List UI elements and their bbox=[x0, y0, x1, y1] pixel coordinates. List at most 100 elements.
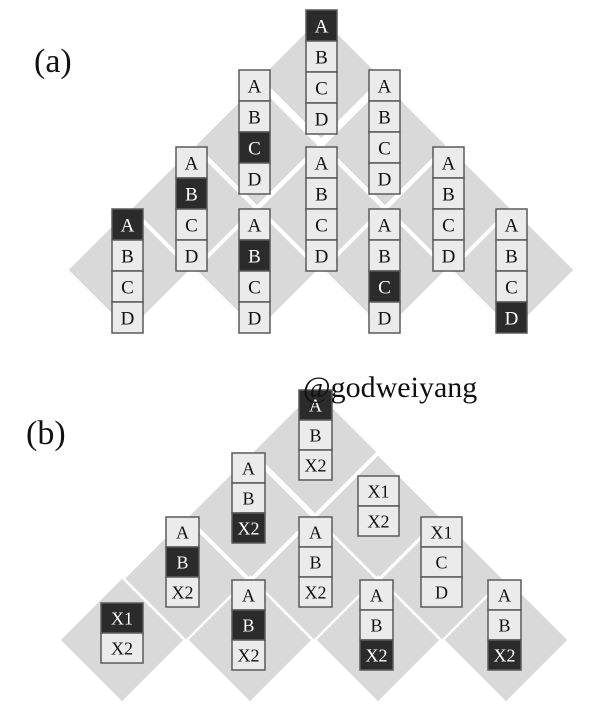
panel-b-stack-5-cell-0-label: X1 bbox=[431, 522, 453, 542]
panel-a-stack-2-cell-2 bbox=[368, 131, 401, 164]
panel-b-stack-0-cell-1-label: B bbox=[309, 425, 321, 445]
panel-a-stack-2-cell-0-label: A bbox=[378, 76, 392, 97]
panel-a-stack-5-cell-3-label: D bbox=[442, 246, 456, 267]
panel-a-stack-2-cell-1 bbox=[368, 100, 401, 133]
panel-b-stack-3-cell-2-label: X2 bbox=[172, 582, 194, 602]
panel-b-stack-8-cell-2-highlighted bbox=[359, 639, 394, 671]
panel-b-stack-0-cell-2 bbox=[298, 449, 333, 481]
panel-a-stack-5-cell-0-label: A bbox=[442, 153, 456, 174]
panel-a-stack-3-cell-0-label: A bbox=[185, 153, 199, 174]
panel-a-stack-8-cell-1-label: B bbox=[378, 246, 391, 267]
panel-a-stack-0-cell-3-label: D bbox=[315, 109, 329, 130]
panel-b-stack-9-cell-2-highlighted bbox=[487, 639, 522, 671]
panel-b-stack-1-cell-2-label: X2 bbox=[238, 518, 260, 538]
panel-b-stack-3-cell-0-label: A bbox=[176, 522, 189, 542]
panel-b-stack-2-cell-0 bbox=[357, 475, 400, 507]
panel-a-stack-8-cell-0 bbox=[368, 208, 401, 241]
panel-a-stack-1-cell-3-label: D bbox=[248, 169, 262, 190]
panel-b-stack-0-cell-1 bbox=[298, 419, 333, 451]
panel-b-stack-5-cell-2 bbox=[420, 576, 463, 608]
panel-a-stack-9-cell-2 bbox=[495, 270, 528, 303]
panel-a-stack-7-cell-1-highlighted bbox=[238, 239, 271, 272]
panel-b-stack-1-cell-1-label: B bbox=[242, 488, 254, 508]
panel-a-stack-3-cell-1-highlighted bbox=[175, 177, 208, 210]
panel-a-stack-1-cell-1-label: B bbox=[248, 107, 261, 128]
panel-a-stack-5-cell-1-label: B bbox=[442, 184, 455, 205]
panel-a-stack-3-cell-3-label: D bbox=[185, 246, 199, 267]
panel-b-stack-7-cell-2 bbox=[231, 639, 266, 671]
panel-a-stack-6-cell-0-label: A bbox=[121, 215, 135, 236]
panel-b-stack-5-cell-0 bbox=[420, 516, 463, 548]
panel-a-stack-1-cell-0-label: A bbox=[248, 76, 262, 97]
panel-b-stack-4-cell-2 bbox=[298, 576, 333, 608]
panel-a-stack-1-cell-3 bbox=[238, 162, 271, 195]
panel-b-stack-9-cell-0-label: A bbox=[498, 585, 511, 605]
panel-a-stack-8-cell-2-label: C bbox=[378, 277, 391, 298]
panel-a-stack-9-cell-1 bbox=[495, 239, 528, 272]
panel-a-stack-9-cell-2-label: C bbox=[505, 277, 518, 298]
panel-b-stack-3: AB X2 bbox=[165, 516, 200, 608]
panel-a-stack-4-cell-3 bbox=[305, 239, 338, 272]
panel-b-stack-5-cell-1 bbox=[420, 546, 463, 578]
panel-b-stack-4-cell-1-label: B bbox=[309, 552, 321, 572]
panel-a-stack-0-cell-1 bbox=[305, 40, 338, 73]
panel-b-stack-7-cell-1-label: B bbox=[242, 615, 254, 635]
panel-b-stack-3-cell-0 bbox=[165, 516, 200, 548]
panel-b-stack-2-cell-1-label: X2 bbox=[368, 511, 390, 531]
cell-stack-layer: ABCDABCDABCDABCDABCDABCDABCDABCDABCDABCD… bbox=[100, 9, 528, 671]
panel-a-stack-9-cell-3-highlighted bbox=[495, 301, 528, 334]
panel-b-stack-1-cell-1 bbox=[231, 482, 266, 514]
panel-a-stack-3-cell-1-label: B bbox=[185, 184, 198, 205]
panel-a-stack-3-cell-2 bbox=[175, 208, 208, 241]
panel-a-stack-4-cell-1-label: B bbox=[315, 184, 328, 205]
panel-b-label: (b) bbox=[26, 415, 66, 452]
panel-b-stack-0-cell-2-label: X2 bbox=[305, 455, 327, 475]
panel-b-stack-7-cell-1-highlighted bbox=[231, 609, 266, 641]
panel-a-stack-8-cell-0-label: A bbox=[378, 215, 392, 236]
panel-a-stack-0-cell-1-label: B bbox=[315, 47, 328, 68]
panel-b-stack-3-cell-1-label: B bbox=[176, 552, 188, 572]
panel-b-stack-8-cell-0 bbox=[359, 579, 394, 611]
panel-b-stack-6-cell-1-label: X2 bbox=[111, 638, 133, 658]
panel-a-stack-6-cell-3 bbox=[111, 301, 144, 334]
panel-a-stack-8-cell-1 bbox=[368, 239, 401, 272]
panel-a-stack-8-cell-3 bbox=[368, 301, 401, 334]
panel-a-stack-4-cell-0-label: A bbox=[315, 153, 329, 174]
panel-b-stack-5-cell-1-label: C bbox=[435, 552, 447, 572]
panel-b-stack-5-cell-2-label: D bbox=[435, 582, 448, 602]
panel-a-stack-2-cell-0 bbox=[368, 69, 401, 102]
panel-a-stack-7-cell-3-label: D bbox=[248, 308, 262, 329]
panel-b-stack-4-cell-2-label: X2 bbox=[305, 582, 327, 602]
panel-a-stack-9-cell-1-label: B bbox=[505, 246, 518, 267]
panel-b-stack-4-cell-0 bbox=[298, 516, 333, 548]
panel-a-stack-2-cell-3 bbox=[368, 162, 401, 195]
panel-b-stack-8-cell-0-label: A bbox=[370, 585, 383, 605]
panel-a-stack-7-cell-0-label: A bbox=[248, 215, 262, 236]
panel-b-stack-6-cell-0-highlighted bbox=[100, 602, 144, 634]
panel-a-stack-2-cell-1-label: B bbox=[378, 107, 391, 128]
panel-a-stack-3-cell-2-label: C bbox=[185, 215, 198, 236]
panel-b-stack-6-cell-1 bbox=[100, 632, 144, 664]
panel-a-stack-7-cell-0 bbox=[238, 208, 271, 241]
panel-a-stack-4-cell-2-label: C bbox=[315, 215, 328, 236]
panel-a-stack-6-cell-3-label: D bbox=[121, 308, 135, 329]
panel-b-stack-9-cell-0 bbox=[487, 579, 522, 611]
panel-a-stack-4-cell-2 bbox=[305, 208, 338, 241]
panel-b-stack-9-cell-1-label: B bbox=[498, 615, 510, 635]
panel-b-stack-7-cell-2-label: X2 bbox=[238, 645, 260, 665]
